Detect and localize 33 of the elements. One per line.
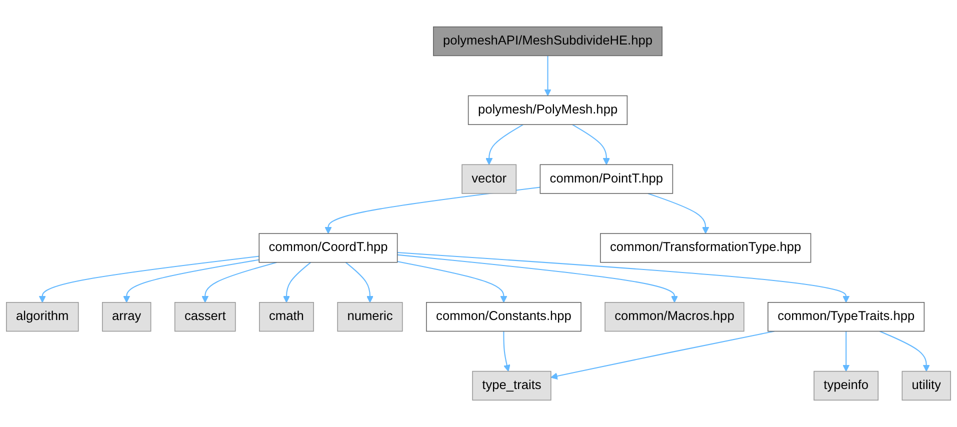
node-box: typeinfo (814, 370, 879, 401)
arrow (38, 256, 260, 303)
arrow (397, 254, 678, 303)
node-box: array (102, 302, 152, 332)
arrow (202, 262, 277, 303)
node-box: common/TransformationType.hpp (600, 233, 812, 263)
node-box: numeric (337, 302, 403, 332)
node-box: polymesh/PolyMesh.hpp (468, 95, 628, 125)
node-box: cmath (259, 302, 314, 332)
arrow (486, 124, 524, 165)
arrow (879, 330, 930, 372)
node-box: common/TypeTraits.hpp (768, 302, 925, 332)
arrow (544, 56, 552, 96)
arrow (397, 261, 508, 303)
arrow (572, 124, 610, 165)
node-box: common/CoordT.hpp (258, 233, 398, 263)
arrow (842, 331, 850, 372)
arrow (123, 259, 260, 303)
arrow (550, 330, 775, 380)
arrow (648, 192, 710, 234)
node-box: type_traits (472, 370, 552, 401)
node-box: algorithm (6, 302, 79, 332)
node-box: utility (902, 370, 951, 401)
arrow (345, 262, 374, 303)
node-box: common/PointT.hpp (540, 164, 674, 194)
node-box: polymeshAPI/MeshSubdivideHE.hpp (433, 26, 662, 56)
arrow (282, 262, 312, 303)
arrow (397, 252, 850, 303)
node-box: common/Macros.hpp (604, 302, 744, 332)
node-box: common/Constants.hpp (426, 302, 582, 332)
node-box: cassert (174, 302, 236, 332)
arrow (503, 331, 510, 372)
node-box: vector (462, 164, 517, 194)
